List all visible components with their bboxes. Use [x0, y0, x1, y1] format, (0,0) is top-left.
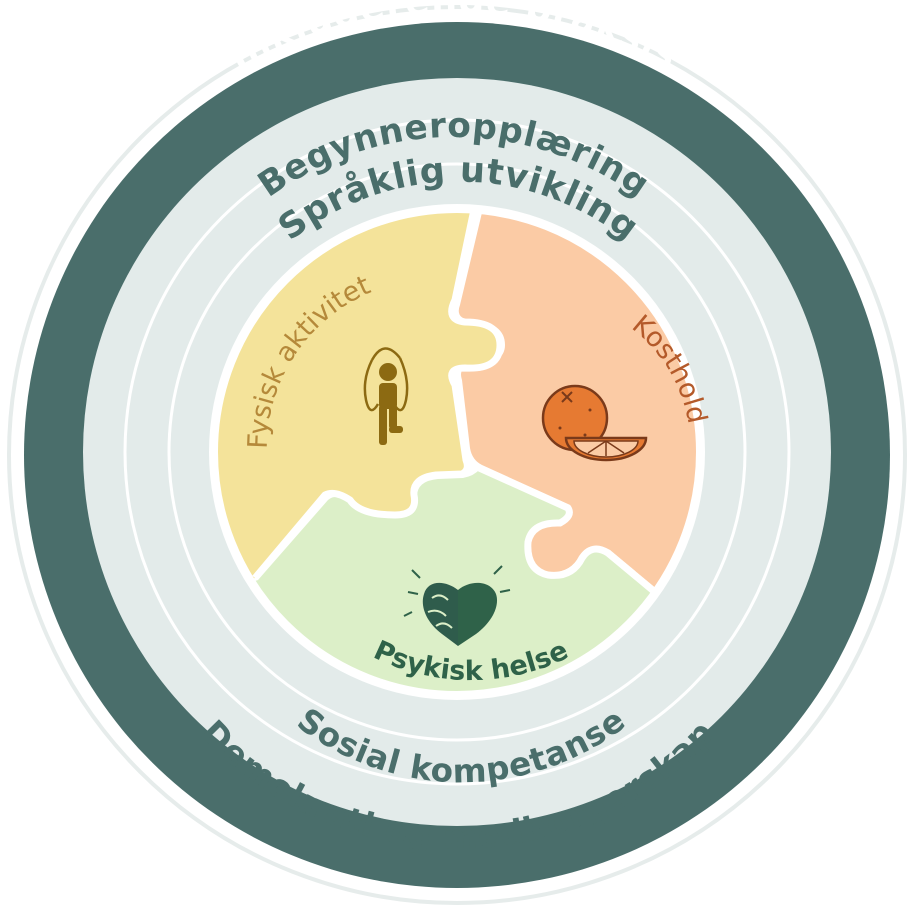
- puzzle-disc-rim: [212, 207, 702, 697]
- middle-ring-divider-1: [123, 118, 791, 786]
- puzzle-seam: [252, 210, 504, 581]
- middle-ring-divider-2: [167, 162, 747, 742]
- jump-rope-person-icon: [363, 347, 409, 445]
- brain-heart-icon: [403, 565, 511, 646]
- puzzle-seam: [464, 458, 671, 606]
- orange-fruit-icon: [541, 384, 648, 462]
- puzzle-piece-fysisk-aktivitet: [215, 210, 500, 590]
